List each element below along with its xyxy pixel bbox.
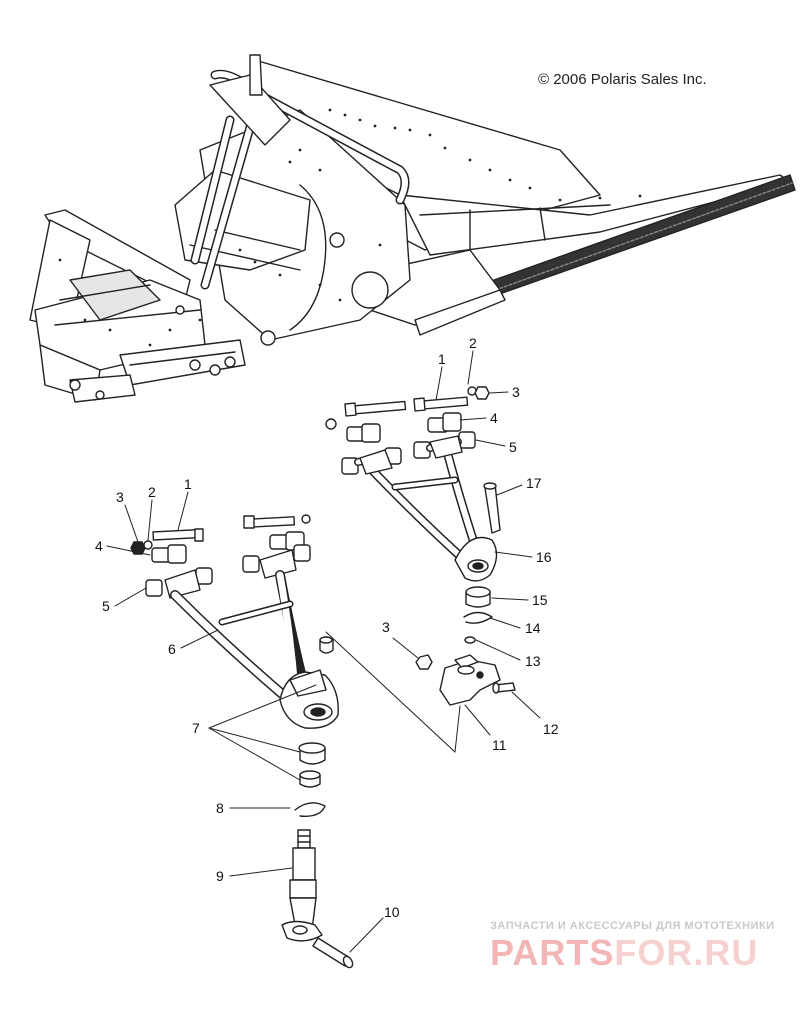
callout-5-lower: 5 xyxy=(102,598,110,614)
callout-13: 13 xyxy=(525,653,541,669)
chassis-frame xyxy=(29,54,796,403)
watermark-logo-part-a: PARTS xyxy=(490,932,615,973)
callout-4-upper: 4 xyxy=(490,410,498,426)
copyright-notice: © 2006 Polaris Sales Inc. xyxy=(538,71,707,88)
pin-10 xyxy=(312,937,354,969)
callout-1-lower: 1 xyxy=(184,476,192,492)
callout-10: 10 xyxy=(384,904,400,920)
callout-6: 6 xyxy=(168,641,176,657)
callout-2-lower: 2 xyxy=(148,484,156,500)
callout-1-upper: 1 xyxy=(438,351,446,367)
callout-3-knuckle: 3 xyxy=(382,619,390,635)
callout-5-upper: 5 xyxy=(509,439,517,455)
bolt-upper-2 xyxy=(413,396,469,412)
callout-2-upper: 2 xyxy=(469,335,477,351)
spindle xyxy=(281,829,323,942)
callout-16: 16 xyxy=(536,549,552,565)
snap-ring-8 xyxy=(294,802,326,817)
callout-7: 7 xyxy=(192,720,200,736)
callout-11: 11 xyxy=(492,737,507,753)
ball-joint-parts xyxy=(463,586,493,644)
callout-12: 12 xyxy=(543,721,559,737)
callout-17: 17 xyxy=(526,475,542,491)
callout-9: 9 xyxy=(216,868,224,884)
callout-numbers: 1 2 3 4 5 17 16 3 2 1 4 5 6 15 14 3 13 1… xyxy=(95,335,559,920)
bushing-set-7 xyxy=(298,742,326,788)
leader-lines xyxy=(106,350,541,953)
spindle-knuckle xyxy=(415,654,516,706)
callout-8: 8 xyxy=(216,800,224,816)
callout-14: 14 xyxy=(525,620,541,636)
lower-a-arm-assembly xyxy=(130,514,339,729)
callout-15: 15 xyxy=(532,592,548,608)
watermark-tagline: ЗАПЧАСТИ И АКСЕССУАРЫ ДЛЯ МОТОТЕХНИКИ xyxy=(490,920,775,932)
bolt-upper-1 xyxy=(344,400,407,417)
watermark-logo-part-b: FOR.RU xyxy=(614,932,759,973)
watermark-logo: PARTSFOR.RU xyxy=(490,932,758,974)
callout-4-lower: 4 xyxy=(95,538,103,554)
upper-a-arm-assembly xyxy=(325,386,501,582)
callout-3-upper: 3 xyxy=(512,384,520,400)
callout-3-lower: 3 xyxy=(116,489,124,505)
